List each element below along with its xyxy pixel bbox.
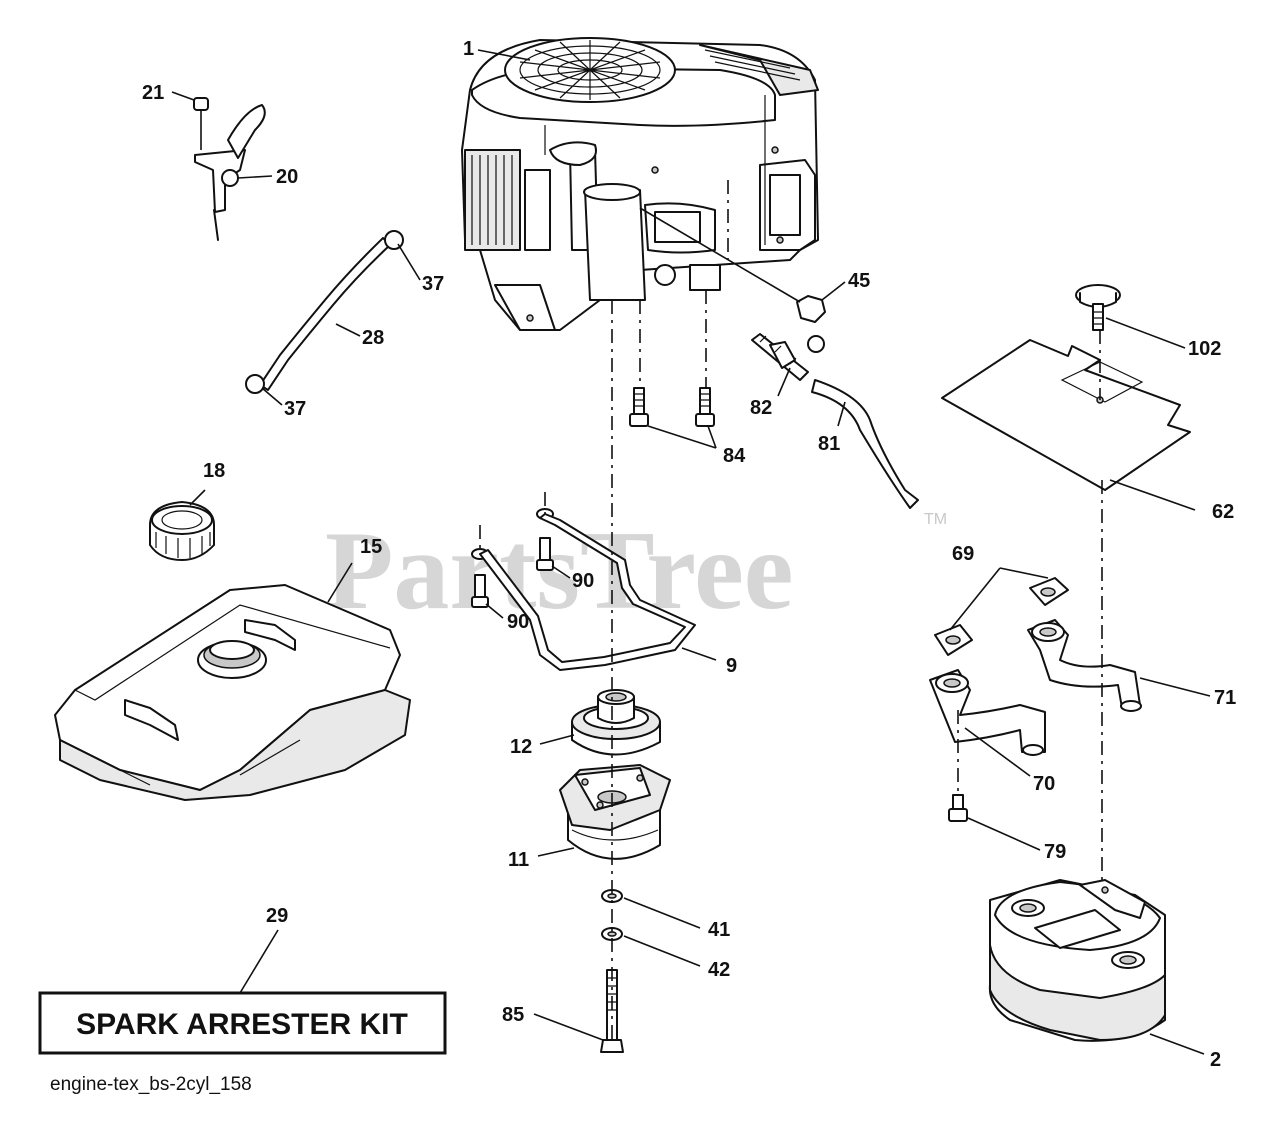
- callout-62: 62: [1212, 501, 1234, 523]
- bolts-part-84: [629, 387, 715, 427]
- callout-28: 28: [362, 327, 384, 349]
- callout-12: 12: [510, 736, 532, 758]
- callout-81: 81: [818, 433, 840, 455]
- callout-2: 2: [1210, 1049, 1221, 1071]
- diagram-code: engine-tex_bs-2cyl_158: [50, 1074, 252, 1095]
- watermark-trademark: TM: [924, 511, 947, 528]
- shield-screw-part-102: [1075, 284, 1121, 331]
- fuel-filter-part-82: [751, 333, 825, 381]
- callout-20: 20: [276, 166, 298, 188]
- nut-part-45: [796, 295, 826, 323]
- callout-42: 42: [708, 959, 730, 981]
- alignment-lines: [479, 290, 1103, 1040]
- bolt-part-79: [948, 794, 968, 822]
- leader-lines: [171, 49, 1211, 1055]
- fuel-line-part-28: [245, 230, 404, 394]
- belt-guide-part-9: [479, 513, 696, 671]
- callout-79: 79: [1044, 841, 1066, 863]
- muffler-part-2: [988, 879, 1166, 1042]
- spark-arrester-kit-box: SPARK ARRESTER KIT: [38, 991, 447, 1055]
- fuel-hose-part-81: [811, 379, 919, 509]
- callout-1: 1: [463, 38, 474, 60]
- callout-82: 82: [750, 397, 772, 419]
- callout-90-lower: 90: [507, 611, 529, 633]
- callout-9: 9: [726, 655, 737, 677]
- callout-71: 71: [1214, 687, 1236, 709]
- callout-70: 70: [1033, 773, 1055, 795]
- fuel-cap-part-18: [149, 501, 215, 561]
- callout-102: 102: [1188, 338, 1221, 360]
- bolt-part-85: [600, 969, 624, 1053]
- callout-45: 45: [848, 270, 870, 292]
- callout-21: 21: [142, 82, 164, 104]
- callout-90-upper: 90: [572, 570, 594, 592]
- callout-29: 29: [266, 905, 288, 927]
- engine-part-1: [461, 37, 819, 331]
- callout-11: 11: [508, 849, 529, 871]
- callout-85: 85: [502, 1004, 524, 1026]
- callout-41: 41: [708, 919, 730, 941]
- heat-shield-part-62: [941, 339, 1191, 491]
- callout-69: 69: [952, 543, 974, 565]
- callout-15: 15: [360, 536, 382, 558]
- callout-labels: 1 21 20 37 28 37 45 102 82 84 81 18 15 6…: [142, 38, 1236, 1071]
- spark-arrester-kit-label: SPARK ARRESTER KIT: [76, 1008, 408, 1041]
- pulley-part-12: [571, 689, 661, 756]
- callout-84: 84: [723, 445, 746, 467]
- exhaust-pipe-part-71: [1027, 619, 1142, 712]
- throttle-control-part-20: [193, 97, 266, 241]
- pto-clutch-part-11: [559, 764, 671, 860]
- fuel-tank-part-15: [54, 584, 411, 801]
- exhaust-pipe-part-70: [929, 669, 1046, 756]
- callout-37-upper: 37: [422, 273, 444, 295]
- callout-18: 18: [203, 460, 225, 482]
- callout-37-lower: 37: [284, 398, 306, 420]
